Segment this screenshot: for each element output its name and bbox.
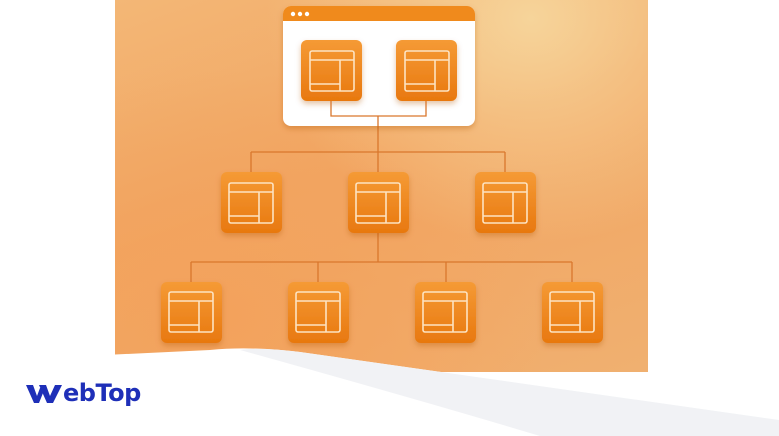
window-dots-icon [290,11,310,17]
root-inner-connector [330,101,427,126]
level2-node-3 [415,282,476,343]
level1-node-2 [348,172,409,233]
level2-node-1 [161,282,222,343]
level2-node-4 [542,282,603,343]
level1-node-3 [475,172,536,233]
brand-logo[interactable]: ebTop [25,374,141,414]
level2-node-2 [288,282,349,343]
w-chevron-logo-icon [26,385,62,403]
tree-connectors [190,126,573,282]
root-child-node-2 [396,40,457,101]
level1-node-1 [221,172,282,233]
root-child-node-1 [301,40,362,101]
brand-name-text: ebTop [63,379,141,407]
